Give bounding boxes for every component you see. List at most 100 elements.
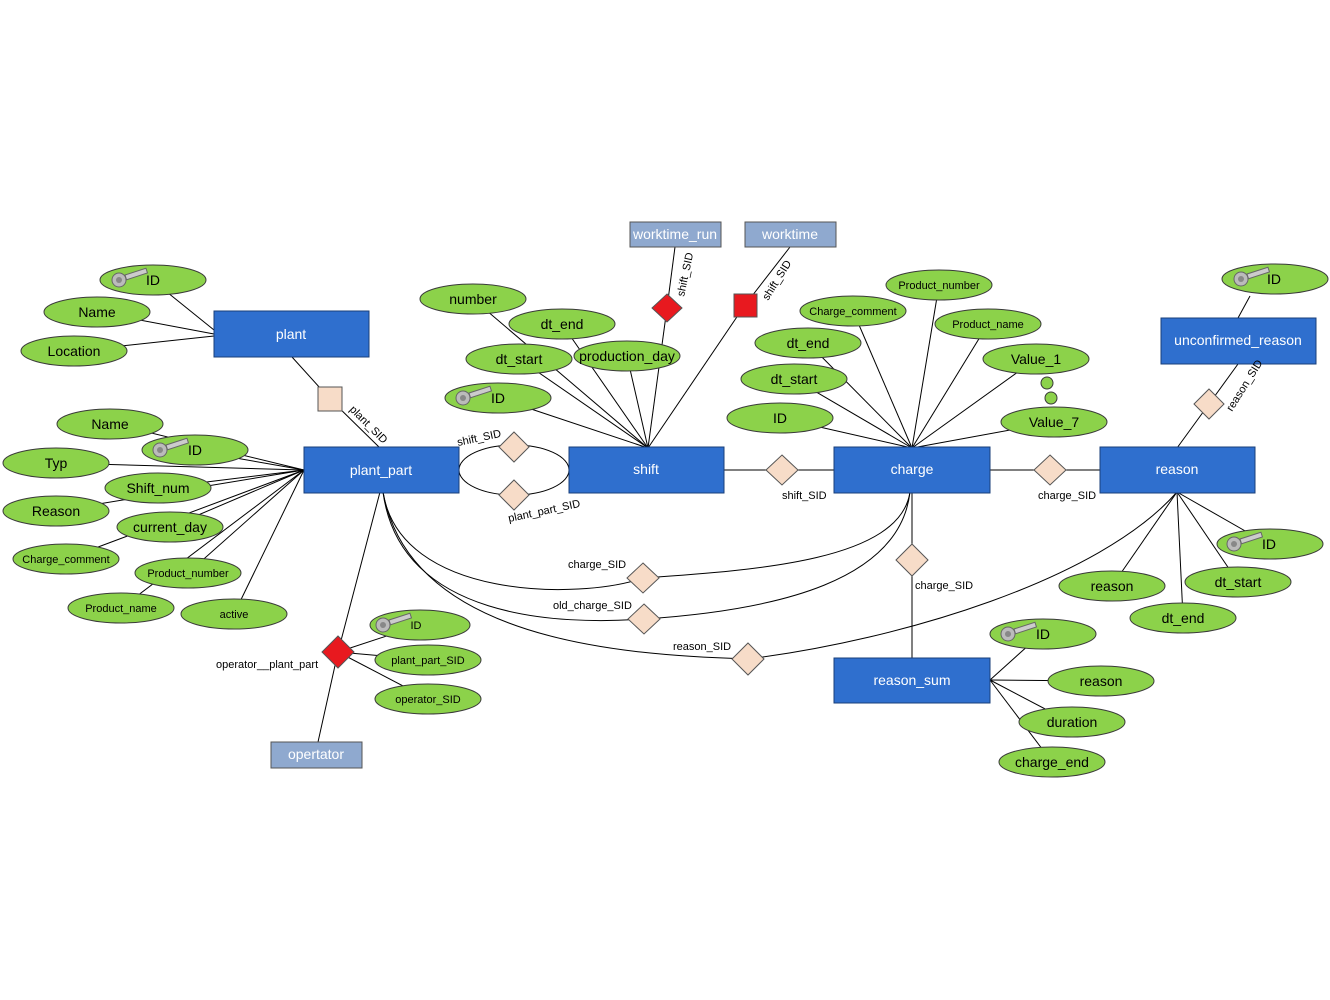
attr-shift-dt-end-label: dt_end (541, 316, 584, 332)
label-reason-sid-pp: reason_SID (673, 641, 731, 653)
relation-charge-sid-pp[interactable] (626, 562, 660, 594)
attr-sum-charge-end[interactable] (998, 746, 1106, 778)
attr-reason-id[interactable] (1216, 528, 1324, 560)
relation-reason-sid-pp[interactable] (731, 642, 765, 676)
key-icon (1226, 531, 1264, 552)
relation-plant-sid[interactable] (317, 386, 343, 412)
attr-sum-id-label: ID (1036, 626, 1050, 642)
relation-worktime-run[interactable] (651, 293, 683, 323)
entity-unconfirmed-reason[interactable]: unconfirmed_reason (1160, 317, 1317, 365)
attr-pp-charge-comment[interactable] (12, 543, 120, 575)
attr-sum-id[interactable] (989, 618, 1097, 650)
relation-charge-sid-sum[interactable] (895, 543, 929, 577)
attr-shift-production-day[interactable] (573, 340, 681, 372)
attr-shift-production-day-label: production_day (579, 348, 675, 364)
attr-shift-id[interactable] (444, 382, 552, 414)
attr-plant-name[interactable] (43, 296, 151, 328)
attr-op-operator-sid-label: operator_SID (395, 694, 460, 706)
attr-reason-dt-end[interactable] (1129, 602, 1237, 634)
attr-charge-product-name-label: Product_name (952, 319, 1024, 331)
entity-shift[interactable]: shift (568, 446, 725, 494)
attr-op-plant-part-sid[interactable] (374, 644, 482, 676)
relation-plant-part-sid[interactable] (498, 479, 530, 511)
attr-charge-comment[interactable] (799, 295, 907, 327)
entity-charge-label: charge (891, 461, 934, 477)
attr-sum-reason-label: reason (1080, 673, 1123, 689)
attr-pp-name[interactable] (56, 408, 164, 440)
entity-reason[interactable]: reason (1099, 446, 1256, 494)
entity-charge[interactable]: charge (833, 446, 991, 494)
attr-unconf-id[interactable] (1221, 263, 1329, 295)
attr-reason-dt-start[interactable] (1184, 566, 1292, 598)
attr-shift-dt-end[interactable] (508, 308, 616, 340)
attr-sum-duration[interactable] (1018, 706, 1126, 738)
attr-charge-dt-end[interactable] (754, 327, 862, 359)
relation-operator-plant-part[interactable] (321, 635, 355, 669)
label-plant-sid: plant_SID (347, 404, 390, 447)
relation-charge-sid-reason[interactable] (1033, 454, 1067, 486)
key-icon (1000, 621, 1038, 642)
relation-worktime[interactable] (733, 293, 758, 318)
key-icon (1233, 266, 1271, 287)
attr-plant-id-label: ID (146, 272, 160, 288)
entity-unconfirmed-reason-label: unconfirmed_reason (1174, 332, 1302, 348)
attr-pp-active-label: active (220, 609, 249, 621)
attr-pp-id[interactable] (141, 434, 249, 466)
attr-reason-reason[interactable] (1058, 570, 1166, 602)
attr-sum-duration-label: duration (1047, 714, 1098, 730)
attr-charge-ellipsis-dot-1 (1040, 376, 1054, 390)
entity-plant-label: plant (276, 326, 306, 342)
entity-plant-part[interactable]: plant_part (303, 446, 460, 494)
key-icon (375, 612, 413, 633)
entity-reason-sum[interactable]: reason_sum (833, 657, 991, 704)
key-icon (152, 437, 190, 458)
label-operator-plant-part: operator__plant_part (216, 659, 318, 671)
attr-shift-number-label: number (449, 291, 497, 307)
attr-pp-product-number[interactable] (134, 557, 242, 589)
relation-shift-sid-charge[interactable] (765, 454, 799, 486)
attr-charge-product-name[interactable] (934, 308, 1042, 340)
attr-charge-value-7[interactable] (1000, 406, 1108, 438)
attr-shift-dt-start[interactable] (465, 343, 573, 375)
attr-pp-current-day-label: current_day (133, 519, 207, 535)
entity-plant-part-label: plant_part (350, 462, 412, 478)
entity-worktime-label: worktime (761, 226, 818, 242)
attr-reason-reason-label: reason (1091, 578, 1134, 594)
attr-charge-product-number[interactable] (885, 269, 993, 301)
attr-reason-dt-start-label: dt_start (1215, 574, 1262, 590)
attr-plant-location[interactable] (20, 335, 128, 367)
attr-charge-value-1[interactable] (982, 343, 1090, 375)
attr-plant-id[interactable] (99, 264, 207, 296)
entity-opertator[interactable]: opertator (270, 741, 363, 769)
entity-plant[interactable]: plant (213, 310, 370, 358)
attr-pp-shift-num[interactable] (104, 472, 212, 504)
attr-charge-dt-start-label: dt_start (771, 371, 818, 387)
attr-op-operator-sid[interactable] (374, 683, 482, 715)
attr-sum-charge-end-label: charge_end (1015, 754, 1089, 770)
entity-worktime-run[interactable]: worktime_run (629, 221, 722, 248)
relation-shift-sid-pp[interactable] (498, 431, 530, 463)
label-shift-sid-wtr: shift_SID (675, 251, 696, 297)
attr-pp-reason[interactable] (2, 495, 110, 527)
attr-pp-product-number-label: Product_number (147, 568, 229, 580)
relation-old-charge-sid[interactable] (627, 603, 661, 635)
attr-pp-id-label: ID (188, 442, 202, 458)
attr-pp-product-name[interactable] (67, 592, 175, 624)
entity-worktime[interactable]: worktime (744, 221, 837, 248)
attr-pp-typ-label: Typ (45, 455, 68, 471)
attr-op-id[interactable] (369, 609, 471, 641)
attr-shift-dt-start-label: dt_start (496, 351, 543, 367)
label-shift-sid-charge: shift_SID (782, 490, 827, 502)
attr-pp-current-day[interactable] (116, 511, 224, 543)
attr-shift-number[interactable] (419, 283, 527, 315)
attr-pp-active[interactable] (180, 598, 288, 630)
label-reason-sid-unconf: reason_SID (1224, 358, 1265, 414)
attr-pp-typ[interactable] (2, 447, 110, 479)
attr-charge-dt-start[interactable] (740, 363, 848, 395)
attr-charge-id[interactable] (726, 402, 834, 434)
attr-charge-comment-label: Charge_comment (809, 306, 896, 318)
attr-sum-reason[interactable] (1047, 665, 1155, 697)
relation-reason-sid-unconf[interactable] (1193, 388, 1225, 420)
